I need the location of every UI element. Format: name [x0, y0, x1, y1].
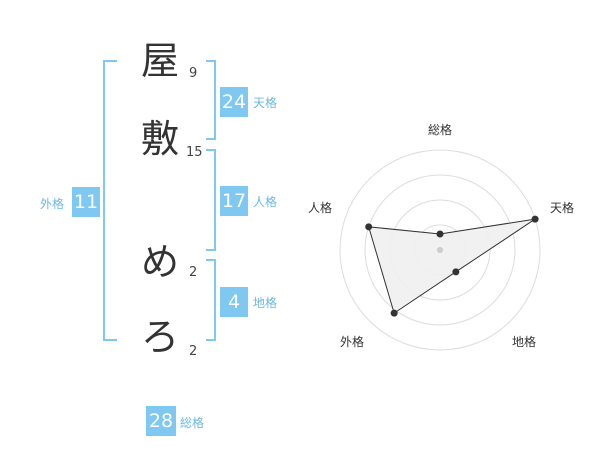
stroke-count-2: 15: [186, 145, 203, 160]
soukaku-label: 総格: [180, 416, 205, 430]
radar-grid-ring: [339, 149, 541, 351]
jinkaku-bracket: [206, 149, 216, 251]
gaikaku-bracket: [103, 60, 117, 341]
name-char-4: ろ: [140, 315, 179, 359]
radar-center-point: [437, 247, 443, 253]
radar-point-3: [390, 309, 398, 317]
gaikaku-value: 11: [72, 187, 100, 217]
name-char-3: め: [140, 240, 179, 284]
radar-point-4: [365, 223, 373, 231]
stroke-count-4: 2: [189, 344, 198, 359]
stroke-count-3: 2: [189, 265, 198, 280]
gaikaku-label: 外格: [40, 197, 65, 211]
stroke-count-1: 9: [189, 66, 198, 81]
tenkaku-value: 24: [220, 87, 248, 117]
radar-label-tenkaku: 天格: [550, 201, 575, 215]
radar-point-0: [436, 230, 444, 238]
name-char-1: 屋: [140, 39, 179, 83]
radar-label-soukaku: 総格: [428, 123, 453, 137]
radar-point-1: [531, 215, 539, 223]
chikaku-value: 4: [220, 287, 248, 317]
tenkaku-bracket: [206, 60, 216, 140]
name-char-2: 敷: [140, 117, 179, 161]
radar-chart: [339, 149, 541, 351]
jinkaku-label: 人格: [253, 195, 278, 209]
soukaku-value: 28: [146, 406, 176, 436]
radar-point-2: [452, 268, 460, 276]
chikaku-bracket: [206, 259, 216, 341]
radar-label-chikaku: 地格: [512, 335, 537, 349]
radar-label-jinkaku: 人格: [308, 201, 333, 215]
jinkaku-value: 17: [220, 186, 248, 216]
chikaku-label: 地格: [253, 296, 278, 310]
radar-grid-ring: [364, 174, 516, 326]
radar-label-gaikaku: 外格: [340, 335, 365, 349]
tenkaku-label: 天格: [253, 96, 278, 110]
radar-value-polygon: [367, 218, 536, 314]
